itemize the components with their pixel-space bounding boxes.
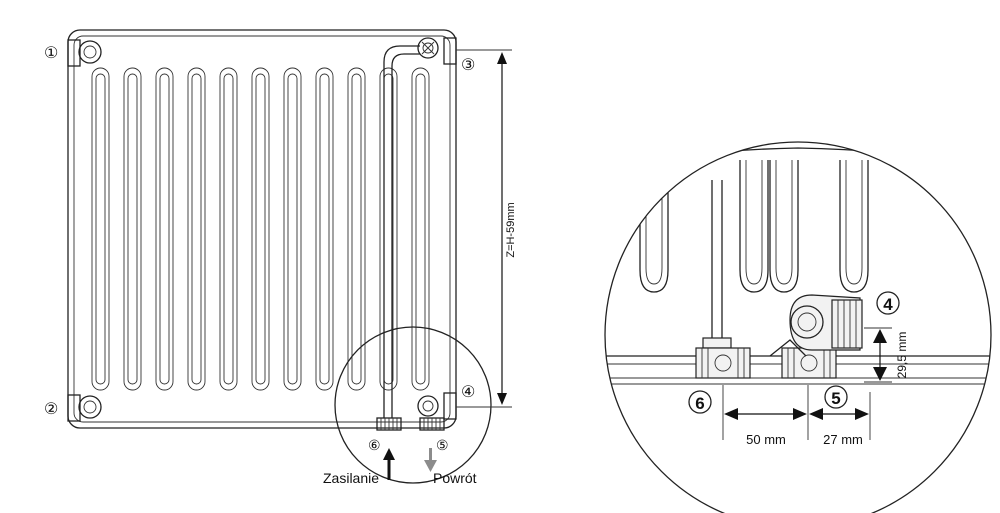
detail-marker-5: 5 <box>824 385 848 409</box>
radiator-fin <box>123 67 142 391</box>
radiator-fin <box>411 67 430 391</box>
detail-elbow-fitting <box>769 294 863 357</box>
radiator-fin <box>219 67 238 391</box>
left-bottom-bracket <box>67 394 81 422</box>
detail-connector-right <box>781 347 837 379</box>
radiator-inner-outline <box>73 35 451 423</box>
radiator-fin-inner <box>319 73 330 385</box>
marker-4-label: ④ <box>461 384 475 401</box>
radiator-fin-inner <box>159 73 170 385</box>
return-arrow <box>424 448 437 472</box>
radiator-front-view: ① ② ③ ④ ⑥ ⑤ Z=H-59mm Zasilanie Powrót <box>44 29 517 486</box>
internal-valve-pipe <box>383 45 420 418</box>
detail-fin <box>839 160 869 293</box>
return-label: Powrót <box>433 470 477 486</box>
detail-fin-inner <box>775 160 793 285</box>
radiator-fin <box>251 67 270 391</box>
radiator-fin <box>155 67 174 391</box>
marker-6-label: ⑥ <box>368 437 381 453</box>
detail-fins <box>639 160 869 293</box>
height-dimension-label: Z=H-59mm <box>505 202 517 257</box>
dimension-27mm: 27 mm <box>809 392 871 447</box>
radiator-fin-inner <box>223 73 234 385</box>
top-right-plug <box>417 37 439 59</box>
dimension-50mm-label: 50 mm <box>746 432 786 447</box>
bottom-left-plug <box>78 395 102 419</box>
radiator-fin-inner <box>95 73 106 385</box>
dimension-29-5mm-label: 29,5 mm <box>895 332 909 379</box>
supply-arrow <box>383 448 395 480</box>
top-left-plug <box>78 40 102 64</box>
radiator-fin-inner <box>351 73 362 385</box>
left-top-bracket <box>67 39 81 67</box>
radiator-fin <box>379 67 398 391</box>
radiator-outline <box>67 29 457 429</box>
right-top-bracket <box>443 37 457 65</box>
detail-fin-inner <box>845 160 863 285</box>
bottom-connectors <box>376 417 445 431</box>
detail-internal-pipe <box>711 180 723 345</box>
detail-fin <box>739 160 769 293</box>
marker-2-label: ② <box>44 401 58 418</box>
radiator-fin-inner <box>127 73 138 385</box>
radiator-fin-inner <box>287 73 298 385</box>
dimension-29-5mm: 29,5 mm <box>864 327 909 383</box>
radiator-fin <box>315 67 334 391</box>
radiator-fin-inner <box>415 73 426 385</box>
radiator-fin-inner <box>255 73 266 385</box>
radiator-fin <box>347 67 366 391</box>
detail-marker-4: 4 <box>876 291 900 315</box>
radiator-fin <box>91 67 110 391</box>
detail-fin <box>639 160 669 293</box>
detail-zoom-view: 4 5 6 50 mm 27 mm <box>604 141 992 513</box>
svg-text:4: 4 <box>883 295 893 314</box>
detail-radiator-top-edge <box>605 147 991 167</box>
marker-3-label: ③ <box>461 57 475 74</box>
svg-text:6: 6 <box>695 394 704 413</box>
dimension-50mm: 50 mm <box>722 385 809 447</box>
detail-fin-inner <box>745 160 763 285</box>
right-bottom-bracket <box>443 392 457 420</box>
detail-fin <box>769 160 799 293</box>
bottom-right-plug <box>417 395 439 417</box>
marker-5-label: ⑤ <box>436 437 449 453</box>
svg-text:5: 5 <box>831 389 840 408</box>
detail-fin-inner <box>645 160 663 285</box>
marker-1-label: ① <box>44 45 58 62</box>
supply-label: Zasilanie <box>323 470 379 486</box>
detail-circle <box>334 326 492 484</box>
detail-marker-6: 6 <box>688 390 712 414</box>
radiator-fin <box>187 67 206 391</box>
dimension-27mm-label: 27 mm <box>823 432 863 447</box>
detail-zoom-circle <box>604 141 992 513</box>
height-dimension: Z=H-59mm <box>456 49 517 408</box>
radiator-fins <box>91 67 430 391</box>
radiator-fin <box>283 67 302 391</box>
detail-connector-left <box>695 337 751 379</box>
radiator-fin-inner <box>191 73 202 385</box>
